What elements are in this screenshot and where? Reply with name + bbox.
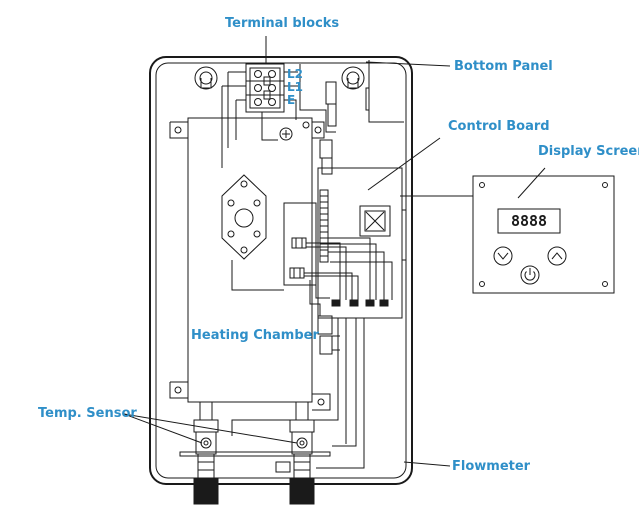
leader-temp-sensor [123, 413, 298, 444]
label-temp-sensor: Temp. Sensor [38, 406, 137, 421]
keyhole-left [194, 66, 218, 90]
display-panel [472, 175, 615, 294]
label-heating-chamber: Heating Chamber [191, 328, 319, 343]
flange-plate [221, 174, 267, 260]
right-fitting [289, 477, 315, 505]
bottom-panel-outline [365, 60, 404, 123]
flowmeter-connector [275, 461, 291, 473]
up-arrow-button-icon[interactable] [547, 246, 567, 266]
label-control-board: Control Board [448, 119, 550, 134]
top-side-connectors [319, 139, 333, 175]
keyhole-right [341, 66, 365, 90]
terminal-block [221, 63, 337, 168]
label-bottom-panel: Bottom Panel [454, 59, 553, 74]
power-button-icon[interactable] [520, 265, 540, 285]
lower-side-connectors [317, 315, 333, 355]
ground-screw [261, 112, 310, 141]
outer-housing [149, 56, 413, 485]
terminal-label-l2: L2 [287, 67, 303, 81]
left-fitting [193, 477, 219, 505]
terminal-label-e: E [287, 93, 296, 107]
label-flowmeter: Flowmeter [452, 459, 531, 474]
wire-harness [231, 237, 393, 469]
leader-flowmeter [403, 461, 451, 467]
label-display-screen: Display Screen [538, 144, 639, 159]
inner-housing [155, 62, 407, 479]
display-readout: 8888 [511, 212, 547, 230]
heating-chamber-body [169, 117, 331, 411]
left-pipe [193, 401, 219, 479]
leader-display-screen [517, 167, 546, 199]
bottom-rail [179, 451, 331, 457]
terminal-label-l1: L1 [287, 80, 303, 94]
down-arrow-button-icon[interactable] [493, 246, 513, 266]
label-terminal-blocks: Terminal blocks [225, 16, 340, 31]
board-connectors [331, 299, 389, 307]
leader-control-board [367, 137, 441, 191]
right-pipe [289, 401, 315, 479]
leader-bottom-panel [365, 61, 451, 67]
